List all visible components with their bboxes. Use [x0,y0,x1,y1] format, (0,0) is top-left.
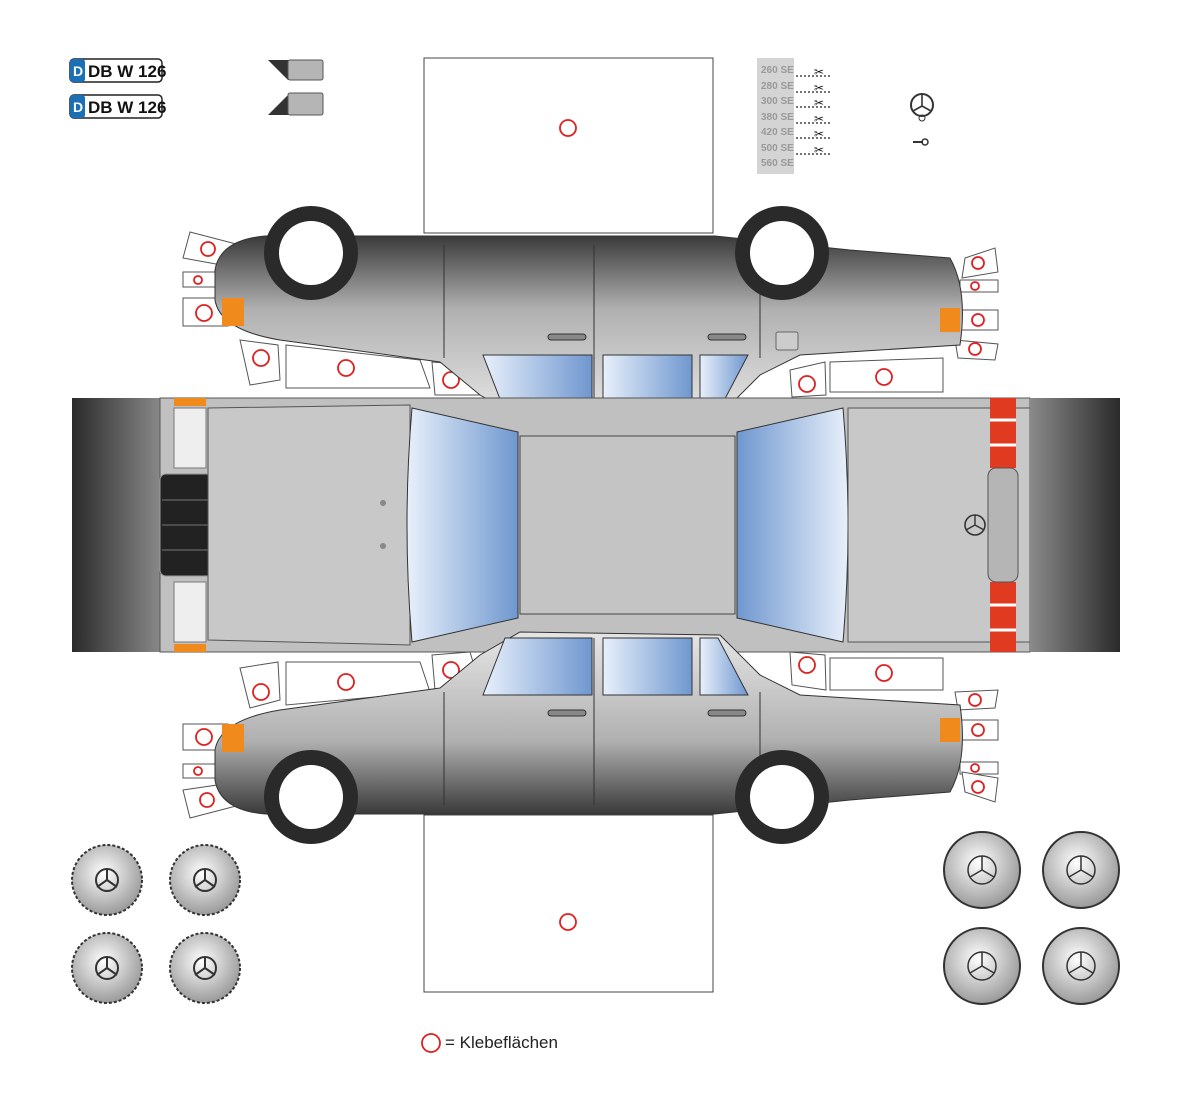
hubcap [943,927,1021,1005]
hubcap [71,844,143,916]
headlight [173,581,207,643]
plate-country: D [73,63,83,79]
mercedes-star-ornament [910,93,934,146]
model-badge: 560 SE [761,158,794,169]
rear-bumper [1030,398,1120,652]
rear-window [736,407,849,643]
plate-text: DB W 126 [88,62,166,81]
svg-text:✂: ✂ [814,81,824,95]
hubcap [169,932,241,1004]
top-view [72,397,1120,653]
front-bumper [72,398,162,652]
hubcap [1042,927,1120,1005]
model-badge: 420 SE [761,127,794,138]
plate-country: D [73,99,83,115]
mercedes-star-icon [964,514,986,536]
fuel-cap [775,331,799,351]
hubcaps-right [943,831,1120,1005]
roof-flap-bottom [423,814,714,993]
door-handle [707,709,747,717]
mirror-piece [268,92,324,116]
model-badge: 260 SE [761,65,794,76]
roof-flap-top [423,57,714,234]
side-view-lower [214,631,963,844]
svg-text:✂: ✂ [814,112,824,126]
model-badge: 300 SE [761,96,794,107]
hood [207,404,411,646]
license-plate: D DB W 126 [69,94,166,119]
glue-marker-icon [421,1033,441,1053]
mirror-piece [268,59,324,81]
model-badge: 280 SE [761,81,794,92]
roof [519,435,736,615]
cut-lines [796,75,830,155]
hubcap [1042,831,1120,909]
tail-light [990,398,1016,468]
door-handle [707,333,747,341]
svg-text:✂: ✂ [814,65,824,79]
window [482,637,593,696]
svg-text:✂: ✂ [814,127,824,141]
hubcap [169,844,241,916]
windshield [406,407,519,643]
svg-text:✂: ✂ [814,143,824,157]
legend: = Klebeflächen [421,1033,558,1053]
window [699,637,749,696]
scissors-icon: ✂✂✂ ✂✂✂ [814,65,824,157]
license-plate: D DB W 126 [69,58,166,83]
legend-text: = Klebeflächen [445,1033,558,1052]
door-handle [547,333,587,341]
glue-marker [559,913,577,931]
glue-marker [559,119,577,137]
door-handle [547,709,587,717]
indicator-light [222,298,244,326]
headlight [173,407,207,469]
indicator-light [940,308,960,332]
hubcaps-left [71,844,241,1004]
window [602,637,693,696]
indicator-light [222,724,244,752]
hubcap [943,831,1021,909]
model-badge: 380 SE [761,112,794,123]
model-badge-strip: 260 SE 280 SE 300 SE 380 SE 420 SE 500 S… [757,58,830,174]
svg-text:✂: ✂ [814,96,824,110]
plate-text: DB W 126 [88,98,166,117]
hubcap [71,932,143,1004]
indicator-light [940,718,960,742]
tail-light [990,582,1016,652]
model-badge: 500 SE [761,143,794,154]
